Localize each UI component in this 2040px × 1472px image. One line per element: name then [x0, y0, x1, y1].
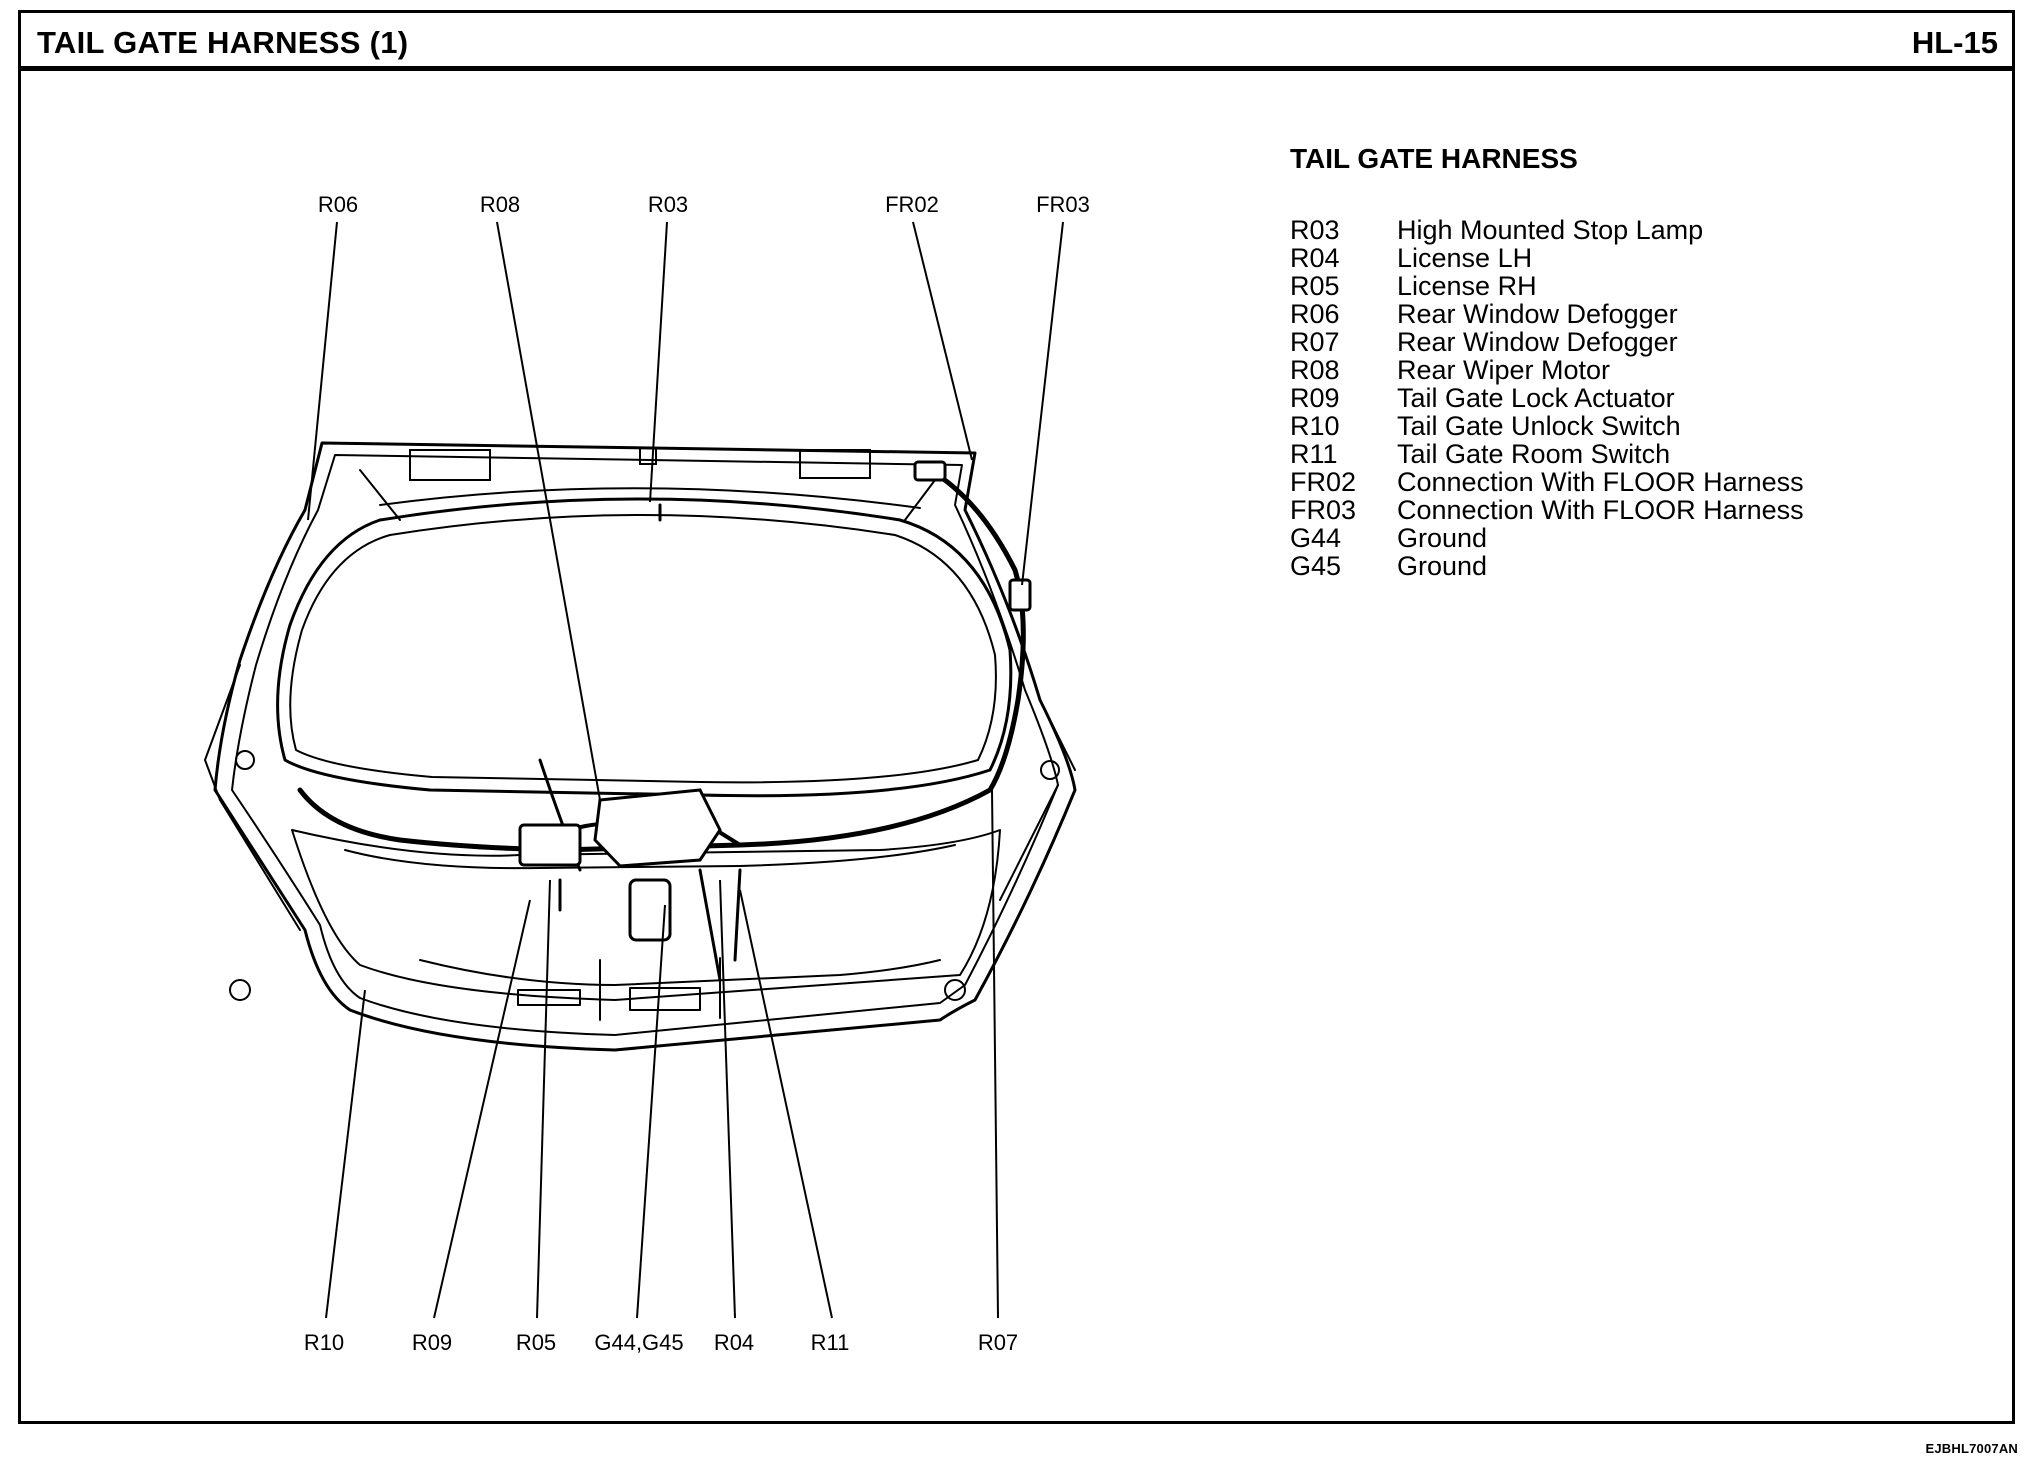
leader-r10 — [325, 989, 366, 1319]
leader-r07 — [991, 789, 999, 1319]
legend-description: Tail Gate Lock Actuator — [1397, 383, 1675, 413]
callout-r07: R07 — [978, 1330, 1018, 1355]
page-header: TAIL GATE HARNESS (1) HL-15 — [21, 13, 2012, 71]
callout-r05: R05 — [516, 1330, 556, 1355]
legend-description: License LH — [1397, 243, 1533, 273]
legend-description: Connection With FLOOR Harness — [1397, 495, 1804, 525]
leader-fr02 — [912, 221, 973, 461]
page-frame: TAIL GATE HARNESS (1) HL-15 — [18, 10, 2015, 1424]
legend-description: High Mounted Stop Lamp — [1397, 215, 1704, 245]
legend-row: FR02 Connection With FLOOR Harness — [1290, 468, 1804, 496]
leader-r11 — [739, 889, 833, 1319]
legend-row: G45 Ground — [1290, 552, 1804, 580]
tailgate-brackets — [229, 447, 1060, 1001]
legend-code: R06 — [1290, 299, 1340, 329]
callout-r11: R11 — [811, 1330, 850, 1355]
callout-r09: R09 — [412, 1330, 452, 1355]
legend-description: Connection With FLOOR Harness — [1397, 467, 1804, 497]
legend-row: R06 Rear Window Defogger — [1290, 300, 1804, 328]
callout-g44-g45: G44,G45 — [594, 1330, 683, 1355]
legend-row: R05 License RH — [1290, 272, 1804, 300]
legend-row: G44 Ground — [1290, 524, 1804, 552]
leader-fr03 — [1021, 221, 1064, 586]
tailgate-components — [518, 460, 1032, 942]
leader-r06 — [307, 221, 338, 521]
legend-code: R10 — [1290, 411, 1340, 441]
wiper-motor — [593, 788, 722, 868]
leader-r08 — [496, 221, 601, 801]
legend-description: Rear Window Defogger — [1397, 299, 1678, 329]
page-title: TAIL GATE HARNESS (1) — [37, 25, 409, 60]
lock-actuator — [518, 823, 582, 867]
callout-r03: R03 — [648, 192, 688, 217]
leader-r03 — [649, 221, 668, 503]
latch-housing — [628, 878, 672, 942]
legend-code: FR03 — [1290, 495, 1357, 525]
legend-row: R09 Tail Gate Lock Actuator — [1290, 384, 1804, 412]
legend-row: R04 License LH — [1290, 244, 1804, 272]
legend-code: R07 — [1290, 327, 1340, 357]
leader-r09 — [433, 899, 531, 1319]
callout-r04: R04 — [714, 1330, 754, 1355]
legend-description: License RH — [1397, 271, 1537, 301]
leader-g44-g45 — [636, 904, 666, 1319]
connector-legend: TAIL GATE HARNESS R03 High Mounted Stop L… — [1290, 143, 1804, 580]
callout-r08: R08 — [480, 192, 520, 217]
legend-code: R08 — [1290, 355, 1340, 385]
top-connector — [913, 460, 947, 482]
leader-lines — [307, 221, 1064, 1319]
legend-row: R08 Rear Wiper Motor — [1290, 356, 1804, 384]
tailgate-outline — [204, 441, 1077, 1052]
page-number: HL-15 — [1911, 25, 1998, 60]
legend-description: Ground — [1397, 551, 1488, 581]
legend-row: R03 High Mounted Stop Lamp — [1290, 216, 1804, 244]
legend-row: R10 Tail Gate Unlock Switch — [1290, 412, 1804, 440]
legend-code: G45 — [1290, 551, 1342, 581]
legend-code: G44 — [1290, 523, 1342, 553]
legend-description: Ground — [1397, 523, 1488, 553]
legend-code: FR02 — [1290, 467, 1357, 497]
legend-code: R04 — [1290, 243, 1340, 273]
legend-row: R07 Rear Window Defogger — [1290, 328, 1804, 356]
callout-r10: R10 — [304, 1330, 344, 1355]
callout-labels: R06 R08 R03 FR02 FR03 R10 R09 R05 G44,G4… — [304, 192, 1090, 1355]
callout-fr03: FR03 — [1036, 192, 1090, 217]
leader-r04 — [719, 879, 736, 1319]
legend-code: R03 — [1290, 215, 1340, 245]
figure-id: EJBHL7007AN — [1925, 1441, 2018, 1456]
legend-row: FR03 Connection With FLOOR Harness — [1290, 496, 1804, 524]
legend-code: R09 — [1290, 383, 1340, 413]
callout-fr02: FR02 — [885, 192, 939, 217]
legend-description: Rear Wiper Motor — [1397, 355, 1611, 385]
legend-description: Rear Window Defogger — [1397, 327, 1678, 357]
legend-row: R11 Tail Gate Room Switch — [1290, 440, 1804, 468]
legend-code: R11 — [1290, 439, 1338, 469]
legend-description: Tail Gate Unlock Switch — [1397, 411, 1681, 441]
leader-r05 — [536, 879, 551, 1319]
floor-connector — [1008, 578, 1032, 612]
callout-r06: R06 — [318, 192, 358, 217]
legend-code: R05 — [1290, 271, 1340, 301]
legend-title: TAIL GATE HARNESS — [1290, 143, 1578, 174]
legend-description: Tail Gate Room Switch — [1397, 439, 1671, 469]
